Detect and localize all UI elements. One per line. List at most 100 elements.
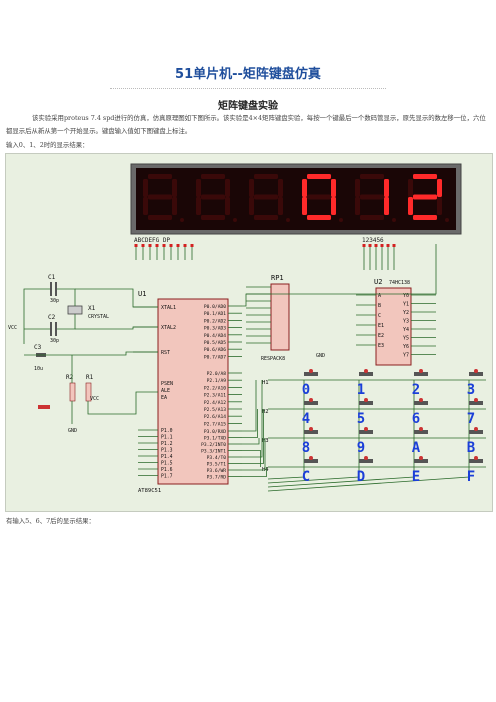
- keypad-col-wire-2: [267, 380, 360, 484]
- u1-port0-pin-7: P0.7/AD7: [204, 354, 226, 360]
- p3-keypad-wire-1: [242, 409, 258, 438]
- c2-value: 30p: [50, 338, 59, 344]
- keypad-row-label-4: H4: [262, 467, 269, 473]
- xtal1-wire: [75, 288, 158, 308]
- u1-port1-pin-3: P1.3: [161, 448, 173, 454]
- keypad-col-wire-3: [267, 380, 415, 488]
- key-E-label: E: [412, 469, 420, 485]
- u2-input-pin-3: E1: [378, 323, 384, 329]
- key-5-label: 5: [357, 411, 365, 427]
- key-A-button: [419, 427, 423, 431]
- key-3-cap: [469, 372, 483, 376]
- c1-value: 30p: [50, 298, 59, 304]
- u2-part-label: 74HC138: [389, 280, 410, 286]
- u2-output-pin-1: Y1: [403, 302, 409, 308]
- rp1-part-label: RESPACK8: [261, 356, 285, 362]
- key-4-label: 4: [302, 411, 310, 427]
- c1-plate-a: [50, 282, 52, 296]
- u1-port2-pin-0: P2.0/A8: [207, 371, 227, 377]
- u1-port3-pin-2: P3.2/INT0: [201, 442, 226, 448]
- display-body: [136, 168, 456, 230]
- digit-2-segment-c: [225, 197, 230, 215]
- c1-label: C1: [48, 274, 56, 281]
- digit-3-segment-d: [254, 215, 278, 220]
- key-6-label: 6: [412, 411, 420, 427]
- c3-label: C3: [34, 344, 42, 351]
- u1-port3-pin-7: P3.7/RD: [207, 475, 227, 481]
- p3-keypad-wire-4: [242, 380, 263, 458]
- u1-port0-pin-0: P0.0/AD0: [204, 304, 226, 310]
- digit-4-segment-b: [331, 179, 336, 197]
- key-4-button: [309, 398, 313, 402]
- digit-5-dp: [392, 218, 396, 222]
- key-6-button: [419, 398, 423, 402]
- r2-label: R2: [66, 374, 74, 381]
- digit-5-segment-c: [384, 197, 389, 215]
- c2-wire: [57, 314, 76, 330]
- p3-keypad-wire-7: [242, 467, 267, 477]
- ea-wire: [87, 391, 158, 415]
- u1-port3-pin-0: P3.0/RXD: [204, 429, 226, 435]
- p3-keypad-wire-0: [242, 380, 257, 432]
- key-C-label: C: [302, 469, 310, 485]
- key-A-label: A: [412, 440, 421, 456]
- vcc-label-left: VCC: [8, 325, 17, 331]
- digit-4-segment-d: [307, 215, 331, 220]
- u1-part-label: AT89C51: [138, 488, 161, 494]
- segment-pin-marker-3: [155, 244, 159, 247]
- section-heading: 矩阵键盘实验: [218, 101, 278, 112]
- digit-1-dp: [180, 218, 184, 222]
- key-3-button: [474, 369, 478, 373]
- digit-1-segment-c: [172, 197, 177, 215]
- digit-5-segment-d: [360, 215, 384, 220]
- u1-ale-pin: ALE: [161, 388, 170, 394]
- key-1-button: [364, 369, 368, 373]
- digit-6-segment-e: [408, 197, 413, 215]
- u1-port3-pin-3: P3.3/INT1: [201, 449, 226, 455]
- u1-port0-pin-6: P0.6/AD6: [204, 347, 226, 353]
- digit-2-segment-b: [225, 179, 230, 197]
- c3-value: 10u: [34, 366, 43, 372]
- key-5-cap: [359, 401, 373, 405]
- keypad-row-label-1: H1: [262, 380, 269, 386]
- u1-xtal1-pin: XTAL1: [161, 305, 176, 311]
- u1-label: U1: [138, 290, 146, 298]
- segment-pin-marker-7: [183, 244, 187, 247]
- key-5-button: [364, 398, 368, 402]
- u1-port1-pin-2: P1.2: [161, 441, 173, 447]
- reset-button: [38, 405, 50, 409]
- key-A-cap: [414, 430, 428, 434]
- digit-5-segment-b: [384, 179, 389, 197]
- segment-pin-marker-6: [176, 244, 180, 247]
- digit-2-segment-a: [201, 174, 225, 179]
- key-7-button: [474, 398, 478, 402]
- c1-wire: [57, 288, 76, 306]
- u1-port2-pin-2: P2.2/A10: [204, 385, 226, 391]
- digit-3-segment-b: [278, 179, 283, 197]
- u1-port1-pin-7: P1.7: [161, 474, 173, 480]
- key-E-button: [419, 456, 423, 460]
- rp1-label: RP1: [271, 274, 284, 282]
- digit-4-segment-g: [307, 194, 331, 200]
- c2-plate-a: [50, 322, 52, 336]
- u1-port0-pin-5: P0.5/AD5: [204, 340, 226, 346]
- c1-plate-b: [55, 282, 57, 296]
- r2-body: [69, 382, 76, 402]
- digit-3-dp: [286, 218, 290, 222]
- key-2-label: 2: [412, 382, 420, 398]
- digit-6-segment-b: [437, 179, 442, 197]
- p3-keypad-wire-5: [242, 409, 264, 464]
- digit-1-segment-f: [143, 179, 148, 197]
- vcc-label-right: VCC: [90, 396, 99, 402]
- u2-input-pin-2: C: [378, 313, 381, 319]
- key-8-button: [309, 427, 313, 431]
- r1-label: R1: [86, 374, 94, 381]
- u2-input-pin-4: E2: [378, 333, 384, 339]
- digit-3-segment-g: [254, 194, 278, 200]
- crystal-body: [67, 305, 83, 315]
- intro-paragraph: 该实验采用proteus 7.4 spd进行的仿真，仿真原理图如下图所示。该实验…: [6, 114, 486, 135]
- key-B-button: [474, 427, 478, 431]
- digit-4-segment-f: [302, 179, 307, 197]
- u2-input-pin-0: A: [378, 293, 381, 299]
- digit-1-segment-b: [172, 179, 177, 197]
